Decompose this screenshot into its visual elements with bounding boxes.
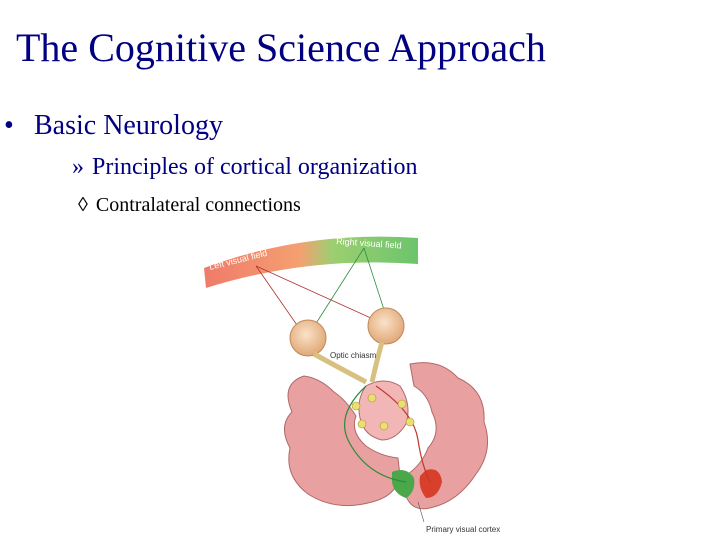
subbullet-cortical-organization: » Principles of cortical organization	[72, 154, 417, 181]
nucleus-5	[380, 422, 388, 430]
visual-pathway-svg: Left visual field Right visual field Opt…	[196, 226, 526, 540]
left-eye	[290, 320, 326, 356]
bullet-marker: •	[4, 110, 34, 142]
ray-left-to-right-eye	[256, 266, 384, 324]
nucleus-1	[352, 402, 360, 410]
visual-pathway-diagram: Left visual field Right visual field Opt…	[196, 226, 526, 540]
primary-visual-cortex-label: Primary visual cortex	[426, 525, 500, 534]
nucleus-3	[398, 400, 406, 408]
nucleus-4	[406, 418, 414, 426]
subbullet-text: Principles of cortical organization	[92, 154, 417, 180]
subsubbullet-text: Contralateral connections	[96, 194, 301, 216]
bullet-text: Basic Neurology	[34, 110, 223, 141]
optic-nerve-right	[372, 342, 382, 382]
bullet-basic-neurology: •Basic Neurology	[4, 110, 223, 142]
nucleus-2	[368, 394, 376, 402]
subsubbullet-marker: ◊	[78, 194, 88, 216]
slide-title: The Cognitive Science Approach	[16, 24, 546, 71]
nucleus-6	[358, 420, 366, 428]
optic-chiasm-label: Optic chiasm	[330, 351, 377, 360]
right-hemisphere	[406, 363, 488, 509]
right-eye	[368, 308, 404, 344]
midbrain	[359, 381, 408, 440]
subbullet-marker: »	[72, 154, 84, 180]
subsubbullet-contralateral: ◊ Contralateral connections	[78, 194, 301, 217]
